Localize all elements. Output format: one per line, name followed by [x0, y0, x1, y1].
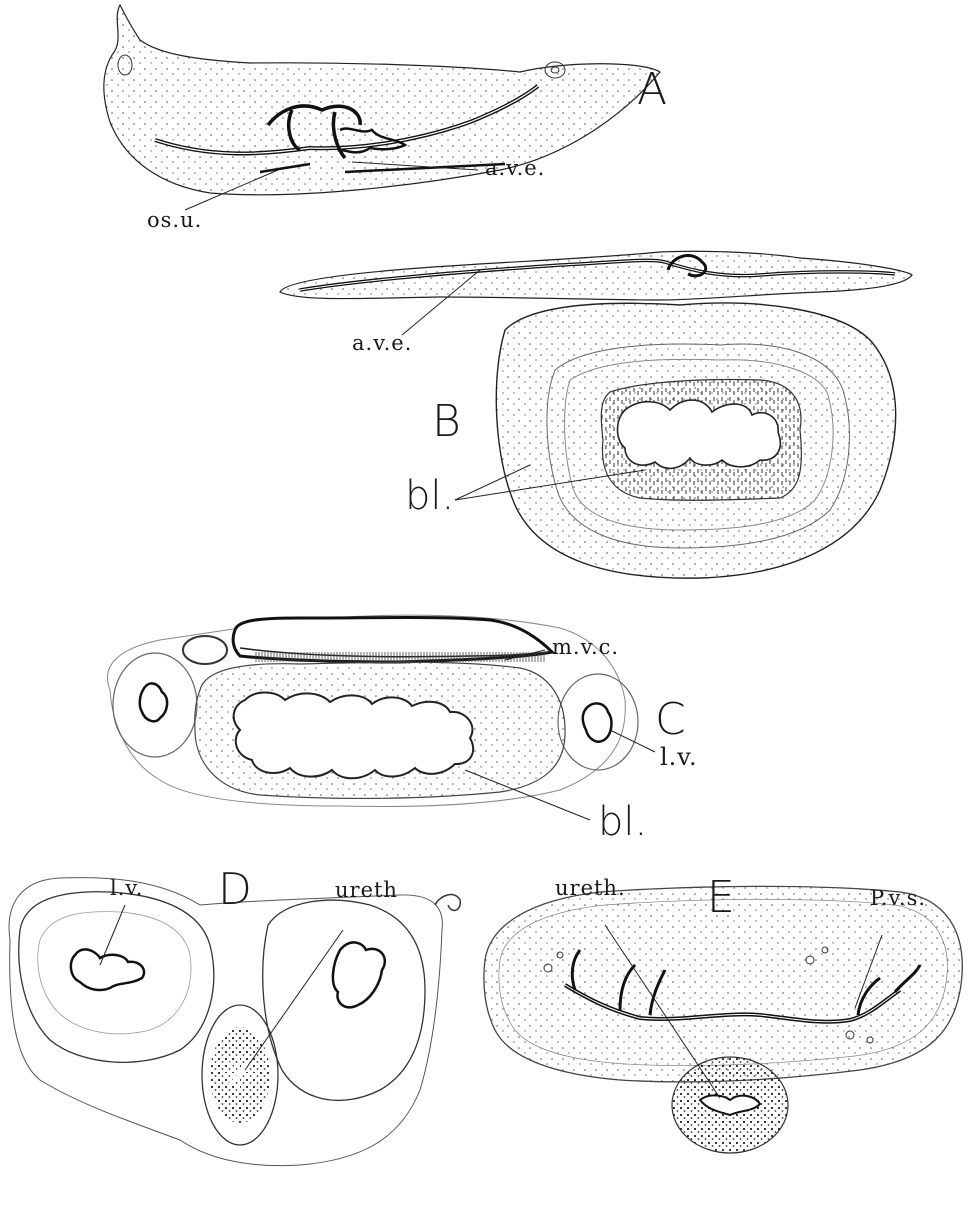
figure-e-letter: E	[707, 876, 735, 920]
figure-a-outline	[104, 5, 660, 195]
label-c-bl: bl.	[598, 802, 647, 842]
figure-e-section	[484, 886, 962, 1153]
label-a-ave: a.v.e.	[485, 158, 545, 179]
label-a-osu: os.u.	[147, 210, 202, 231]
figure-b-section	[280, 251, 912, 578]
label-b-bl: bl.	[405, 476, 454, 516]
label-d-ureth: ureth	[335, 880, 398, 901]
figure-a-section	[104, 5, 660, 195]
label-e-ureth: ureth.	[555, 878, 626, 899]
figure-d-letter: D	[218, 868, 252, 912]
label-b-ave: a.v.e.	[352, 333, 412, 354]
label-d-lv: l.v.	[110, 878, 143, 899]
figure-b-strip	[280, 251, 912, 300]
label-c-mvc: m.v.c.	[552, 637, 619, 658]
figure-d-section	[9, 878, 460, 1166]
figure-a-letter: A	[637, 68, 667, 112]
label-c-lv: l.v.	[660, 745, 698, 769]
figure-c-letter: C	[655, 698, 686, 742]
figure-b-letter: B	[432, 400, 461, 444]
label-e-pvs: P.v.s.	[870, 888, 926, 909]
